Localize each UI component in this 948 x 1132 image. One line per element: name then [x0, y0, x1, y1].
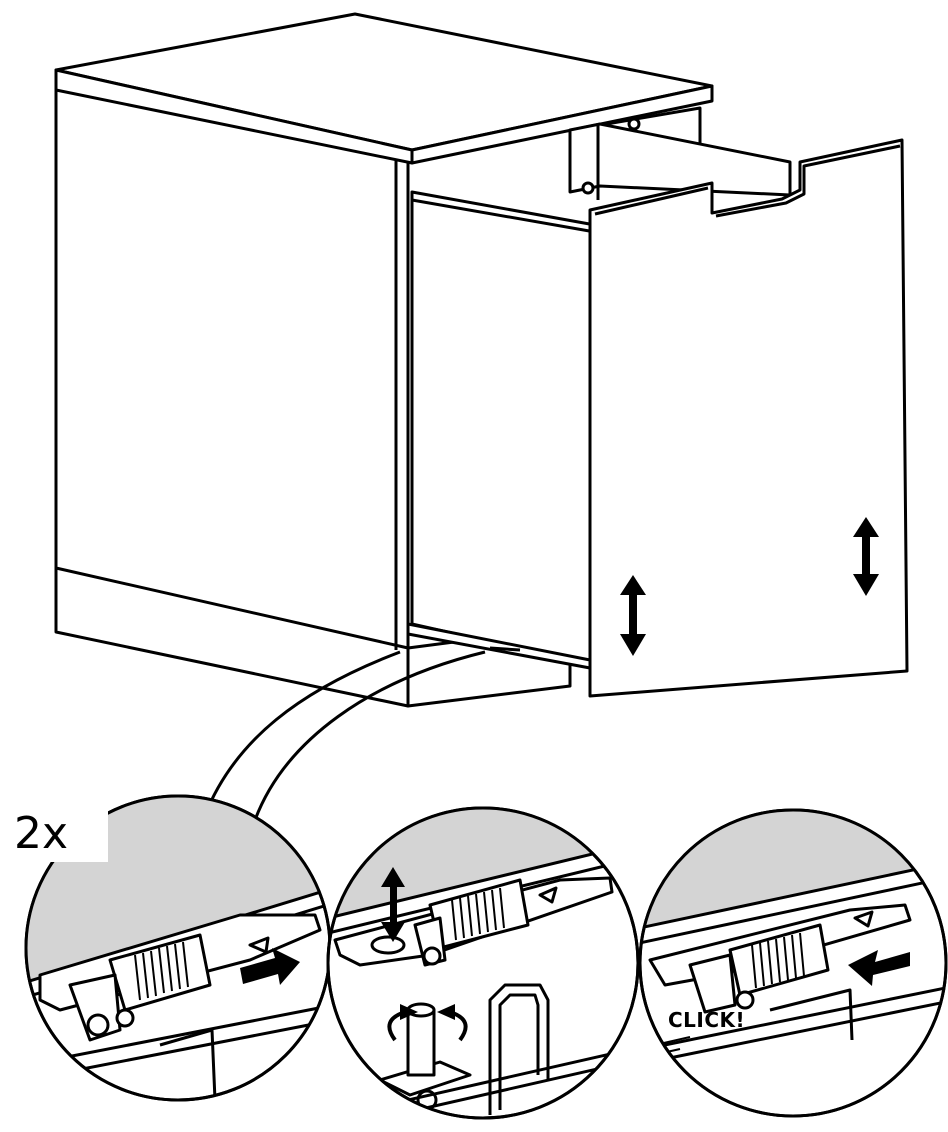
double-arrow-vertical-icon [620, 517, 879, 656]
click-label: CLICK! [668, 1008, 746, 1032]
detail-circle-2 [326, 806, 640, 1120]
drawer-side [410, 190, 597, 667]
arrow-right-icon [240, 948, 300, 985]
cabinet-side-panel [54, 86, 410, 650]
quantity-label: 2x [14, 808, 69, 859]
detail-circle-3 [638, 808, 948, 1118]
double-arrow-vertical-icon [381, 867, 405, 942]
callout-connector [203, 650, 486, 821]
drawer [406, 117, 909, 698]
drawer-front [588, 138, 909, 698]
rotate-arrows-icon [387, 1004, 468, 1042]
quantity-label-backdrop [8, 806, 108, 862]
arrow-left-icon [848, 950, 910, 986]
